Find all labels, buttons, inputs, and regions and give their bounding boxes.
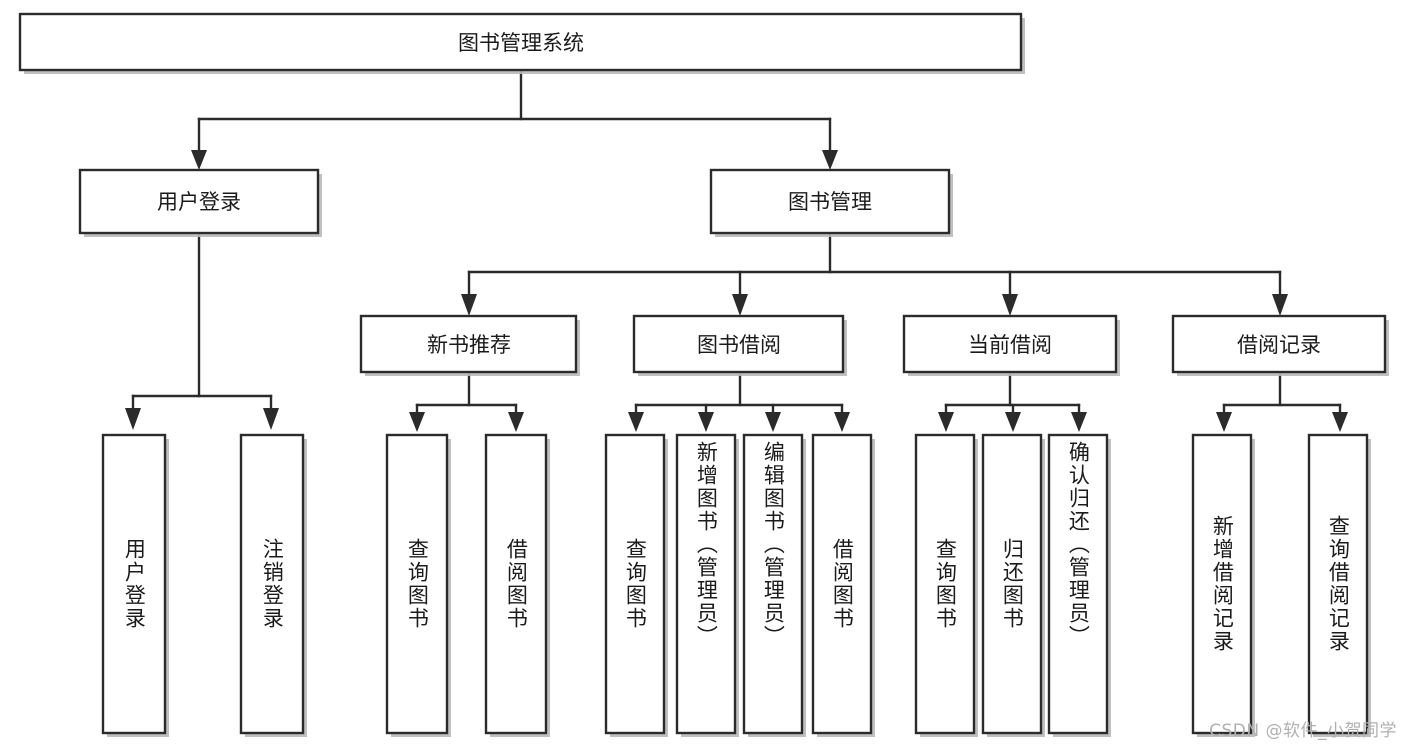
node-box-leaf-13[interactable] (1307, 433, 1369, 735)
arrowhead-leaf13 (1332, 412, 1348, 432)
node-box-leaf-5[interactable] (604, 433, 666, 735)
node-box-leaf-11[interactable] (1047, 433, 1109, 735)
node-box-root[interactable] (18, 12, 1023, 72)
node-label-root: 图书管理系统 (458, 31, 584, 55)
arrowhead-leaf9 (938, 412, 954, 432)
node-box-leaf-12[interactable] (1191, 433, 1253, 735)
node-box-newbook[interactable] (359, 314, 578, 374)
arrowhead-leaf5 (628, 412, 644, 432)
node-box-leaf-4[interactable] (484, 433, 548, 735)
node-box-borrow[interactable] (632, 314, 845, 374)
node-box-current[interactable] (902, 314, 1118, 374)
connector-group (125, 70, 1348, 432)
arrowhead-leaf3 (409, 412, 425, 432)
node-label-current: 当前借阅 (968, 333, 1052, 357)
node-box-leaf-10[interactable] (981, 433, 1043, 735)
arrowhead-leaf2 (263, 408, 279, 430)
arrowhead-leaf4 (508, 412, 524, 432)
node-box-leaf-8[interactable] (811, 433, 873, 735)
node-box-leaf-3[interactable] (385, 433, 449, 735)
node-label-login: 用户登录 (157, 190, 241, 214)
node-box-login[interactable] (78, 168, 320, 235)
node-box-leaf-6[interactable] (675, 433, 737, 735)
arrowhead-bookmgmt (822, 150, 838, 170)
node-box-leaf-2[interactable] (239, 433, 305, 735)
node-box-bookmgmt[interactable] (709, 168, 951, 235)
arrowhead-leaf1 (125, 408, 141, 430)
node-label-records: 借阅记录 (1237, 333, 1321, 357)
node-box-leaf-9[interactable] (914, 433, 976, 735)
node-group: 图书管理系统 用户登录 图书管理 新书推荐 图书借阅 当前借阅 借阅记录 (18, 12, 1389, 737)
arrowhead-leaf12 (1216, 412, 1232, 432)
arrowhead-leaf8 (834, 412, 850, 432)
watermark-label: CSDN @软件_小贺同学 (1209, 721, 1397, 741)
node-box-leaf-7[interactable] (742, 433, 804, 735)
node-label-bookmgmt: 图书管理 (788, 190, 872, 214)
arrowhead-leaf6 (698, 412, 714, 432)
node-label-newbook: 新书推荐 (427, 333, 511, 357)
arrowhead-login (191, 150, 207, 170)
arrowhead-leaf11 (1071, 412, 1087, 432)
node-box-leaf-1[interactable] (101, 433, 167, 735)
arrowhead-leaf10 (1005, 412, 1021, 432)
arrowhead-leaf7 (765, 412, 781, 432)
arrowhead-current (1002, 294, 1018, 316)
arrowhead-borrow (732, 294, 748, 316)
arrowhead-newbook (461, 294, 477, 316)
node-label-borrow: 图书借阅 (697, 333, 781, 357)
arrowhead-records (1272, 294, 1288, 316)
node-box-records[interactable] (1171, 314, 1387, 374)
